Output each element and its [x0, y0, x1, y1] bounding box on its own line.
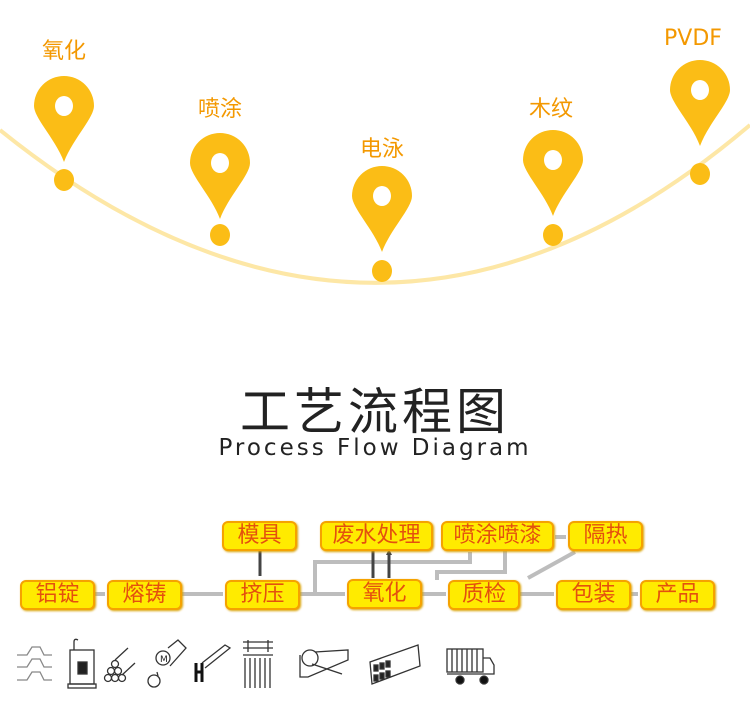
step-wastewater: 废水处理 [320, 521, 433, 551]
timeline-dot [372, 260, 392, 282]
timeline-dot [54, 169, 74, 191]
step-product: 产品 [640, 580, 715, 610]
step-spraying: 喷涂喷漆 [441, 521, 554, 551]
anodizing-tank-icon [243, 640, 273, 688]
step-inspection: 质检 [448, 580, 520, 610]
svg-text:M: M [160, 655, 168, 665]
map-pin-icon [352, 166, 412, 252]
timeline-dot [210, 224, 230, 246]
timeline-curve [0, 123, 750, 285]
page-subtitle: Process Flow Diagram [218, 435, 532, 461]
timeline-dot [690, 163, 710, 185]
page-title: 工艺流程图 [240, 383, 510, 441]
stop-label-electrophoresis: 电泳 [359, 137, 405, 162]
step-packaging: 包装 [556, 580, 631, 610]
map-pin-icon [523, 130, 583, 216]
timeline-graphic [0, 60, 750, 285]
billets-icon [103, 647, 136, 683]
inspection-icon [299, 649, 349, 678]
step-ingot: 铝锭 [20, 580, 95, 610]
stop-label-spraying: 喷涂 [197, 97, 243, 122]
stop-label-woodgrain: 木纹 [528, 97, 574, 122]
step-extrusion: 挤压 [225, 580, 300, 610]
profile-icon [194, 644, 232, 682]
insulated-profile-icon [369, 644, 421, 685]
stop-label-pvdf: PVDF [664, 26, 722, 51]
ingot-icon [17, 646, 52, 681]
truck-icon [446, 648, 495, 685]
extrusion-die-icon: M [147, 639, 187, 688]
step-mold: 模具 [222, 521, 297, 551]
step-anodizing: 氧化 [347, 579, 422, 609]
map-pin-icon [34, 76, 94, 162]
map-pin-icon [190, 133, 250, 219]
step-casting: 熔铸 [107, 580, 182, 610]
timeline-dot [543, 224, 563, 246]
stop-label-anodizing: 氧化 [41, 39, 87, 64]
furnace-icon [67, 638, 97, 689]
step-insulation: 隔热 [568, 521, 643, 551]
map-pin-icon [670, 60, 730, 146]
